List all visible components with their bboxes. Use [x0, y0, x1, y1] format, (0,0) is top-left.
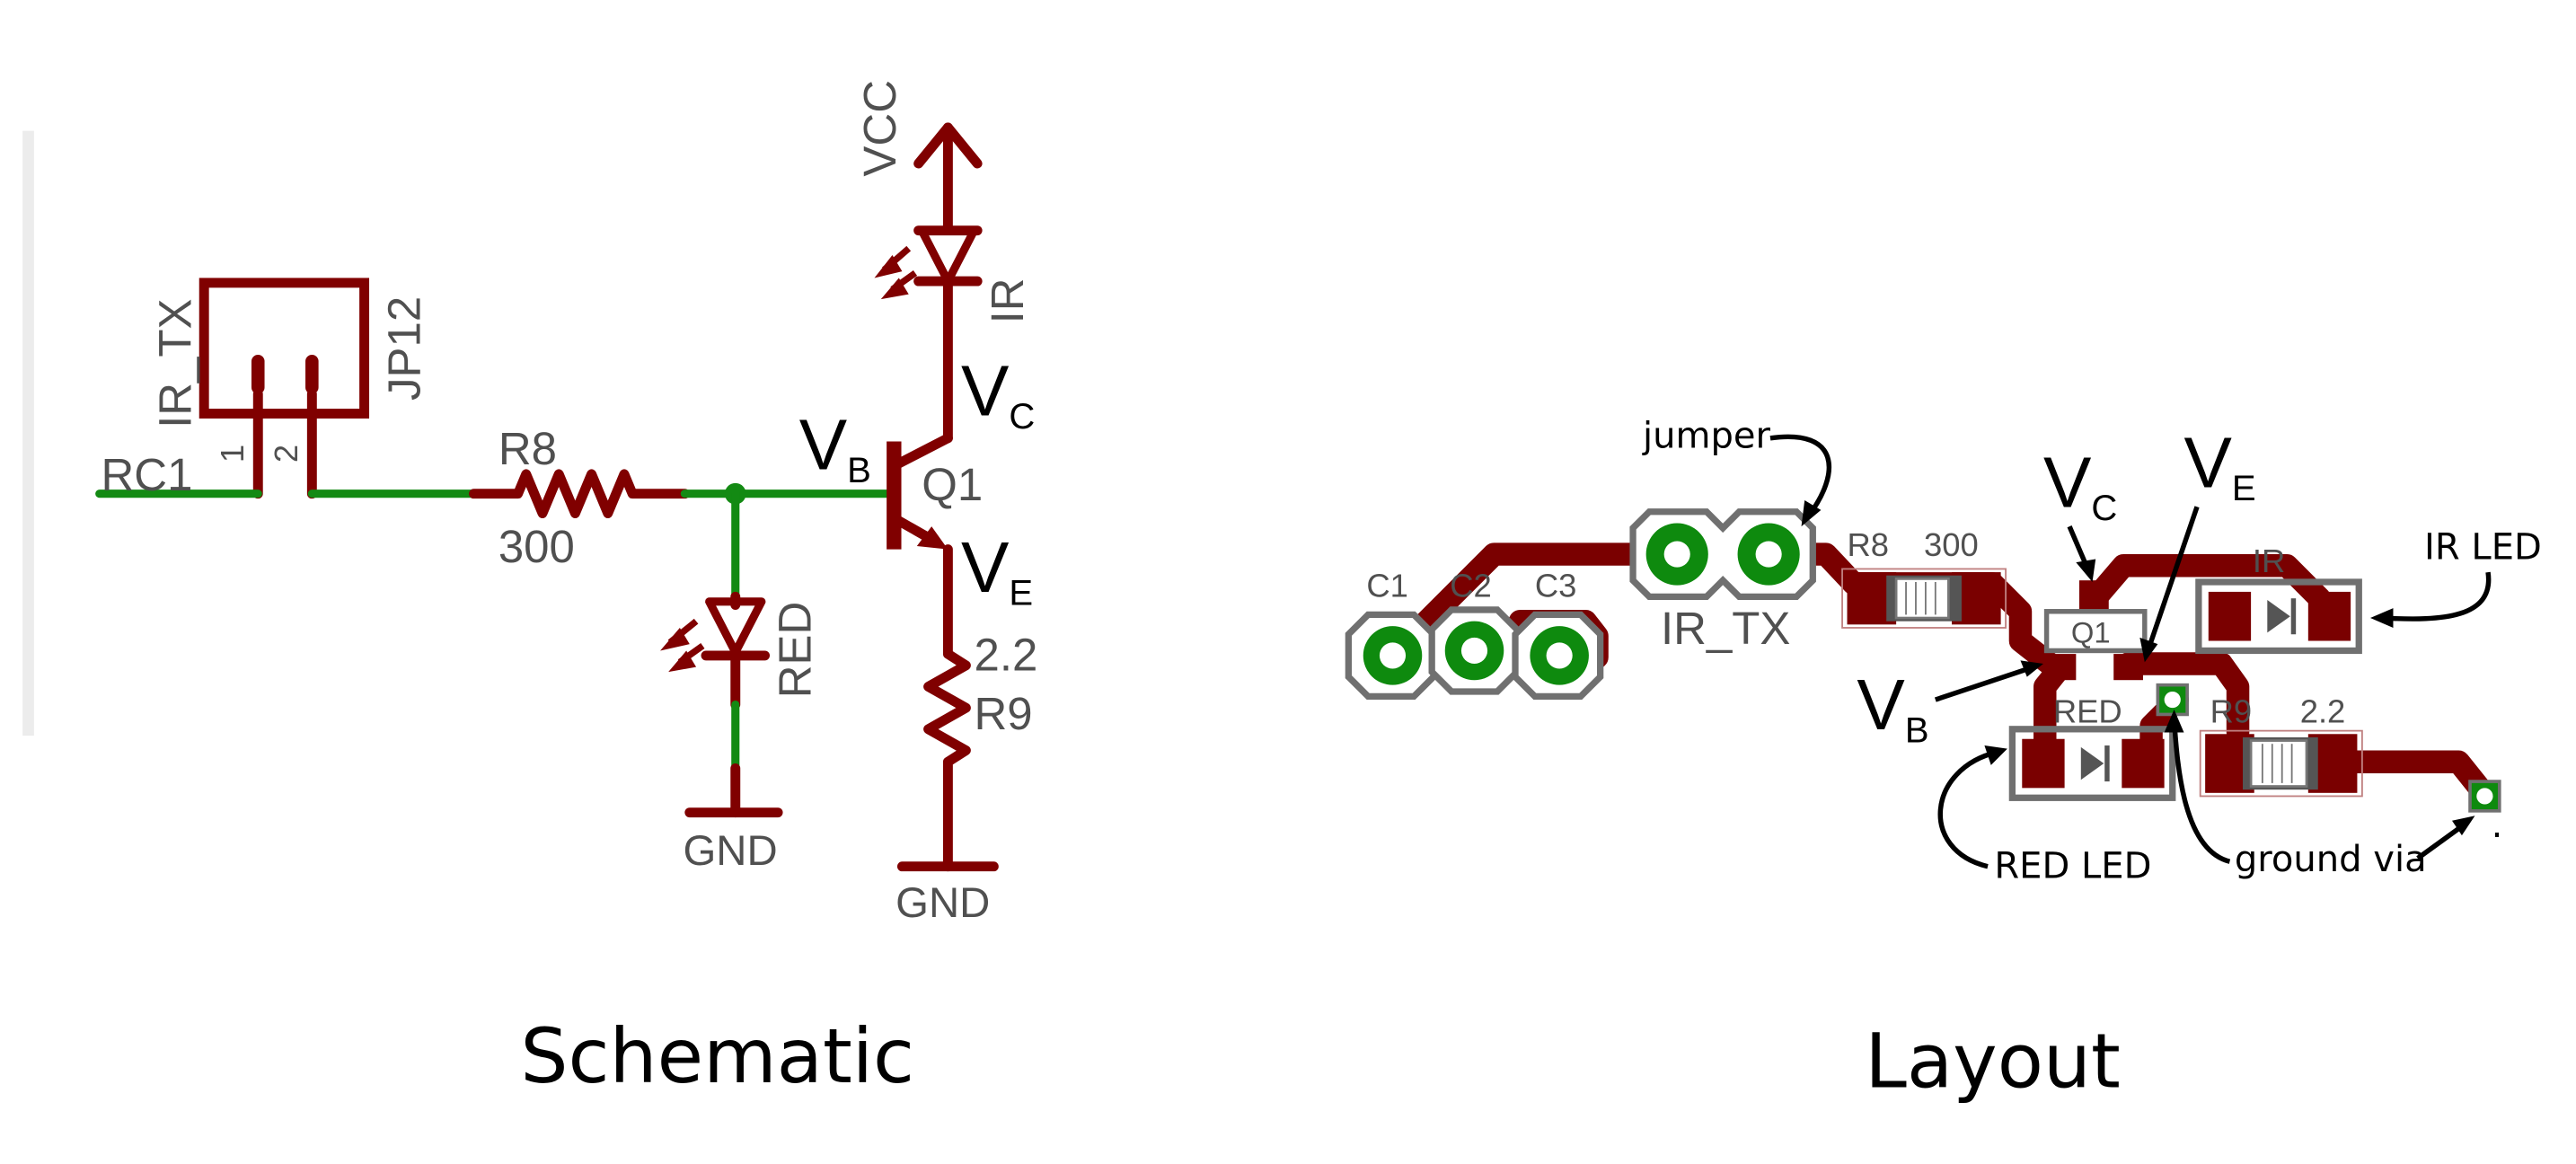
layout-panel: C1 C2 C3 IR_TX jumper R8 300	[1345, 416, 2542, 1105]
c2-pad	[1428, 606, 1521, 695]
layout-caption: Layout	[1865, 1017, 2121, 1105]
ground-via-label: ground via	[2235, 839, 2427, 880]
r9-layout-value: 2.2	[2300, 693, 2346, 730]
vb-schematic-label: VB	[799, 404, 871, 490]
r9-footprint	[2199, 729, 2363, 798]
r9-ground-via	[2468, 780, 2501, 813]
jumper-callout-arrow	[1769, 434, 1832, 518]
gnd-left-label: GND	[684, 827, 778, 875]
red-led-callout-arrow	[1937, 749, 1998, 869]
pin-1-label: 1	[214, 445, 251, 463]
ve-arrowhead	[2139, 637, 2158, 663]
pin-2-label: 2	[268, 445, 304, 463]
ir-layout-label: IR	[2253, 542, 2285, 579]
vc-schematic-label: VC	[961, 350, 1035, 436]
jp12-connector-symbol	[198, 278, 370, 499]
r8-footprint	[1841, 568, 2007, 629]
ve-callout-arrow	[2145, 506, 2200, 652]
r9-label: R9	[975, 688, 1033, 739]
red-led-ground-via	[2156, 683, 2189, 717]
r9-resistor-symbol	[923, 544, 971, 872]
red-led-symbol	[660, 591, 770, 710]
q1-label: Q1	[922, 459, 983, 510]
ground-via-callout-arrow-left	[2171, 719, 2231, 864]
r8-value: 300	[498, 521, 575, 572]
red-led-label: RED	[769, 602, 820, 699]
q1-layout-label: Q1	[2071, 615, 2111, 648]
red-led-callout-label: RED LED	[1994, 845, 2151, 886]
c3-label: C3	[1535, 567, 1577, 604]
ground-via-arrowhead-right	[2452, 816, 2475, 836]
r8-label: R8	[498, 423, 557, 474]
schematic-caption: Schematic	[520, 1012, 914, 1100]
c3-pad	[1512, 611, 1604, 701]
ground-via-arrowhead-left	[2164, 709, 2184, 733]
jp12-label: JP12	[378, 296, 429, 401]
jumper-arrowhead	[1801, 499, 1822, 527]
schematic-panel: IR_TX JP12 1 2 RC1 R8 300 RED	[95, 80, 1038, 1100]
ground-via-callout-arrow-right	[2416, 822, 2467, 860]
jumper-label: jumper	[1642, 416, 1771, 457]
ground-via-dot: .	[2492, 805, 2503, 846]
c1-pad	[1345, 611, 1437, 701]
c1-to-jumper-trace	[1381, 542, 1689, 667]
r8-layout-label: R8	[1848, 526, 1890, 563]
ir-tx-jumper-pads	[1629, 508, 1816, 601]
ve-layout-label: VE	[2183, 422, 2255, 508]
ve-schematic-label: VE	[961, 527, 1033, 613]
r9-value: 2.2	[975, 629, 1038, 680]
ir-tx-layout-label: IR_TX	[1661, 603, 1790, 654]
c1-label: C1	[1366, 567, 1408, 604]
vcc-label: VCC	[854, 80, 905, 177]
vb-callout-arrow	[1934, 665, 2034, 702]
vc-layout-label: VC	[2043, 442, 2117, 528]
red-layout-label: RED	[2053, 693, 2122, 730]
r8-layout-value: 300	[1924, 526, 1979, 563]
c2-label: C2	[1450, 567, 1492, 604]
ir-led-footprint	[2195, 578, 2362, 655]
ir-led-symbol	[874, 225, 983, 444]
vb-layout-label: VB	[1857, 665, 1928, 751]
left-edge-bar	[22, 130, 34, 736]
ir-led-arrowhead	[2369, 608, 2394, 628]
vcc-symbol	[913, 122, 983, 234]
red-led-footprint	[2008, 726, 2176, 801]
r8-resistor-symbol	[469, 469, 690, 519]
gnd-right-label: GND	[895, 879, 990, 927]
vc-arrowhead	[2076, 559, 2096, 582]
q1-transistor-symbol	[887, 433, 953, 550]
rc1-label: RC1	[101, 449, 193, 500]
vb-arrowhead	[2020, 660, 2043, 677]
ir-led-label: IR	[982, 278, 1033, 323]
red-led-arrowhead	[1984, 745, 2007, 765]
ir-led-callout-arrow	[2383, 571, 2492, 622]
r9-ground-trace	[2341, 750, 2497, 807]
ir-tx-schematic-label: IR_TX	[150, 298, 201, 428]
ir-led-callout-label: IR LED	[2424, 527, 2542, 569]
r9-layout-label: R9	[2210, 693, 2253, 730]
emitter-r9-trace	[2116, 652, 2250, 745]
q1-footprint	[2043, 580, 2148, 681]
